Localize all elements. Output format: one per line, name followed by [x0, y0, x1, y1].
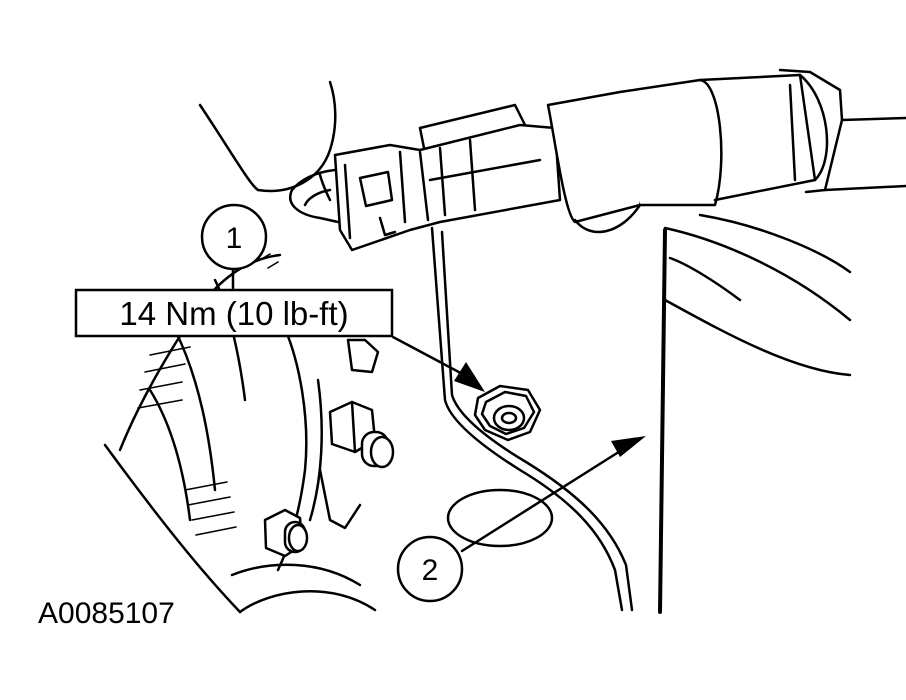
callout-1: 1 — [200, 203, 268, 271]
callout-2-label: 2 — [422, 554, 439, 587]
callout-2-arrow — [460, 436, 646, 553]
housing-arc — [658, 213, 852, 614]
torque-arrow — [391, 335, 485, 392]
torque-spec-box: 14 Nm (10 lb-ft) — [74, 288, 394, 338]
retaining-nut — [473, 384, 542, 442]
sensor-lead-wire — [430, 226, 634, 612]
torque-spec-label: 14 Nm (10 lb-ft) — [119, 295, 348, 332]
connector-body — [333, 103, 562, 252]
sensor-body — [546, 68, 906, 234]
hex-bolt-lower — [263, 508, 309, 558]
hex-bolt-upper — [328, 400, 395, 469]
figure-id: A0085107 — [38, 597, 175, 630]
wire-harness — [289, 168, 340, 224]
bracket — [318, 338, 380, 530]
callout-1-label: 1 — [226, 222, 243, 255]
hole-ellipse — [446, 488, 554, 548]
callout-2: 2 — [396, 535, 464, 603]
